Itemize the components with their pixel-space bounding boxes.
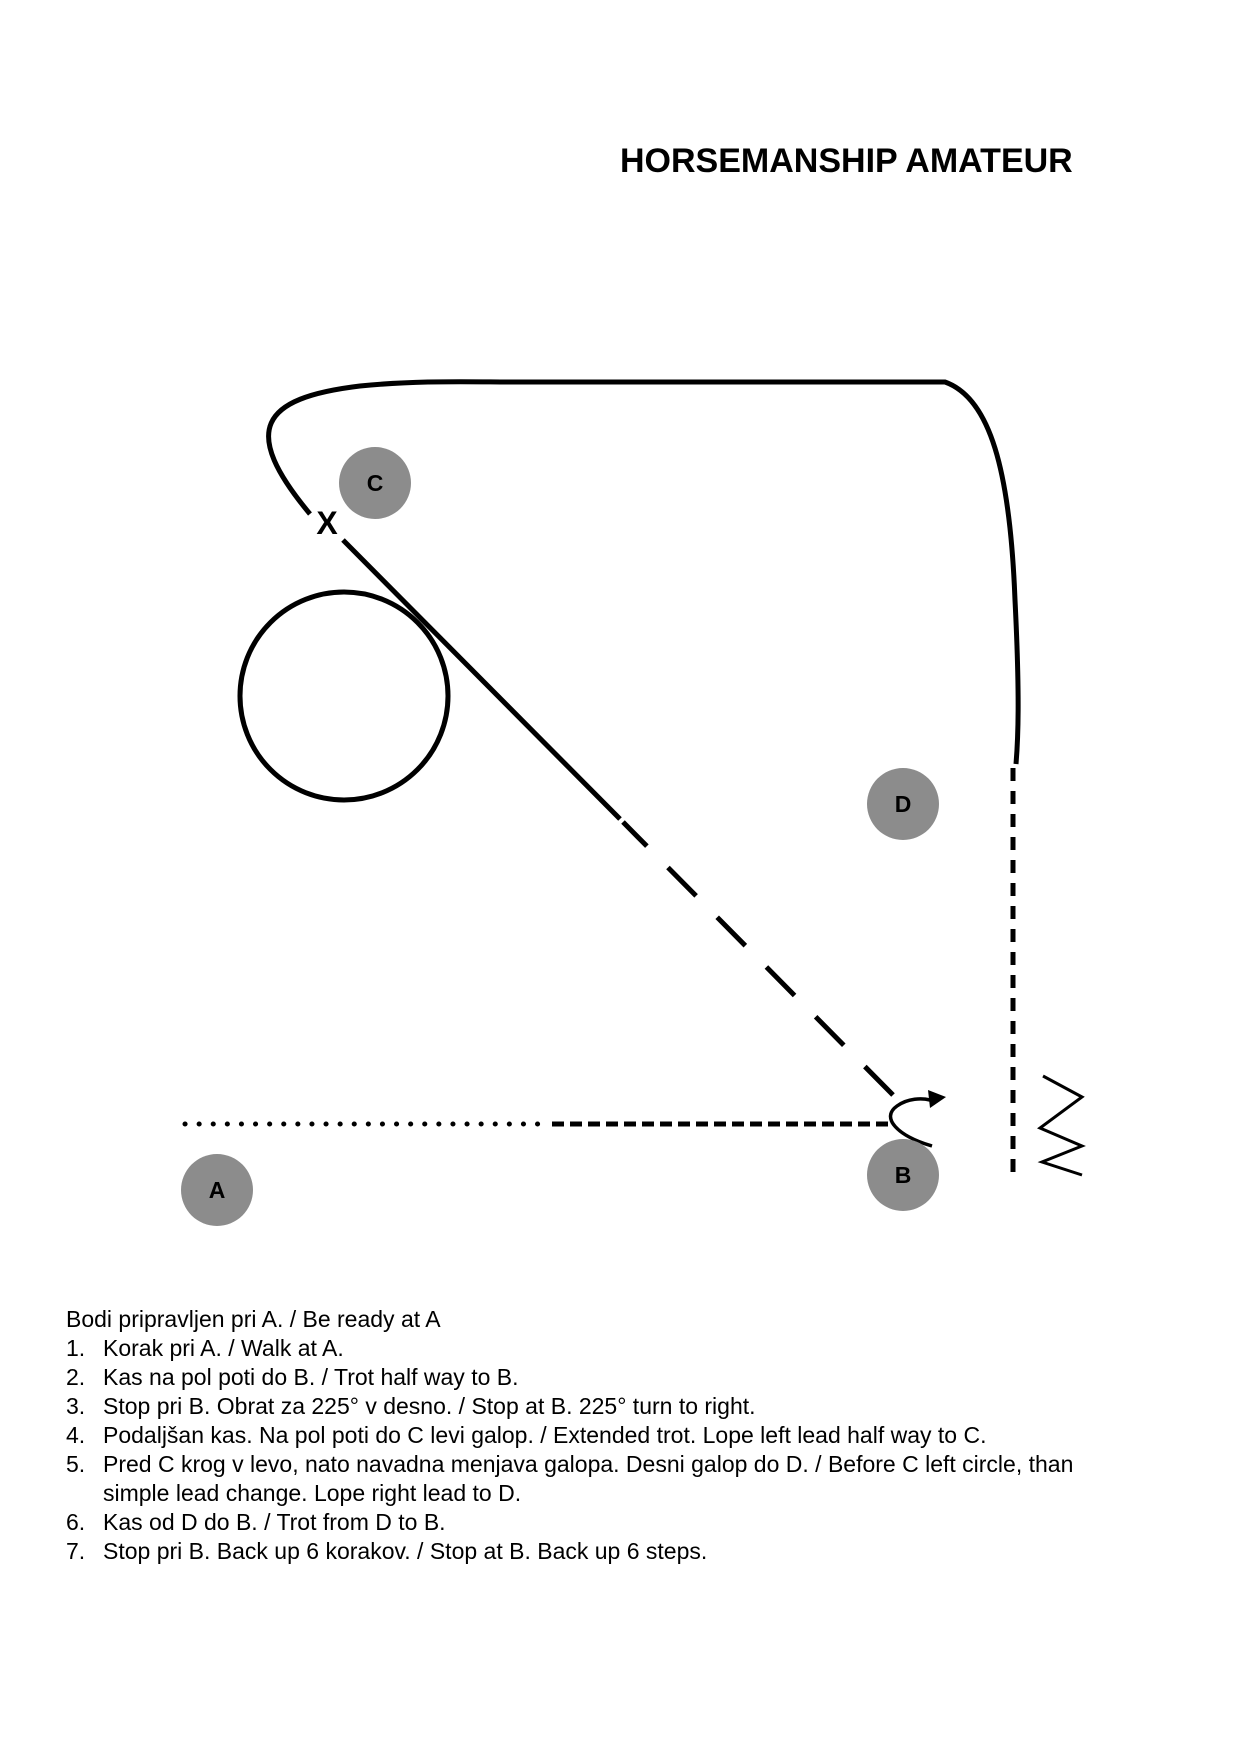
step-number: 1. (66, 1335, 86, 1361)
marker-b-label: B (895, 1162, 912, 1188)
pattern-instructions: Bodi pripravljen pri A. / Be ready at A … (66, 1305, 1126, 1566)
lead-change-x: X (316, 505, 338, 541)
marker-c-label: C (367, 470, 384, 496)
step-number: 4. (66, 1422, 86, 1448)
step-number: 6. (66, 1509, 86, 1535)
step-item: 3. Stop pri B. Obrat za 225° v desno. / S… (66, 1392, 1126, 1421)
step-text: Pred C krog v levo, nato navadna menjava… (103, 1451, 1074, 1506)
step-text: Stop pri B. Obrat za 225° v desno. / Sto… (103, 1393, 756, 1419)
step-text: Kas na pol poti do B. / Trot half way to… (103, 1364, 519, 1390)
marker-d-disc (867, 768, 939, 840)
step-text: Kas od D do B. / Trot from D to B. (103, 1509, 446, 1535)
pattern-title: HORSEMANSHIP AMATEUR (620, 142, 1073, 180)
step-number: 7. (66, 1538, 86, 1564)
marker-a-label: A (209, 1177, 226, 1203)
step-item: 7. Stop pri B. Back up 6 korakov. / Stop … (66, 1537, 1126, 1566)
marker-a: A (181, 1154, 253, 1226)
intro-line: Bodi pripravljen pri A. / Be ready at A (66, 1306, 441, 1332)
step-item: 4. Podaljšan kas. Na pol poti do C levi g… (66, 1421, 1126, 1450)
extended-trot-path (621, 820, 895, 1097)
marker-b: B (867, 1139, 939, 1211)
back-up-zigzag (1037, 1074, 1086, 1177)
pattern-diagram: X C D A B (181, 379, 1086, 1226)
marker-c: C (339, 447, 411, 519)
step-item: 1. Korak pri A. / Walk at A. (66, 1334, 1126, 1363)
step-item: 5. Pred C krog v levo, nato navadna menja… (66, 1450, 1126, 1508)
turn-arrow (888, 1097, 933, 1148)
steps-list: 1. Korak pri A. / Walk at A. 2. Kas na pol… (66, 1334, 1126, 1566)
left-circle (237, 589, 451, 803)
turn-arrowhead (928, 1090, 946, 1108)
lope-right-path (266, 379, 1021, 765)
marker-b-disc (867, 1139, 939, 1211)
marker-c-disc (339, 447, 411, 519)
step-text: Podaljšan kas. Na pol poti do C levi gal… (103, 1422, 987, 1448)
marker-d: D (867, 768, 939, 840)
marker-d-label: D (895, 791, 912, 817)
step-number: 3. (66, 1393, 86, 1419)
step-text: Korak pri A. / Walk at A. (103, 1335, 344, 1361)
lope-left-path (341, 538, 622, 821)
step-text: Stop pri B. Back up 6 korakov. / Stop at… (103, 1538, 708, 1564)
step-item: 6. Kas od D do B. / Trot from D to B. (66, 1508, 1126, 1537)
step-number: 5. (66, 1451, 86, 1477)
step-number: 2. (66, 1364, 86, 1390)
step-item: 2. Kas na pol poti do B. / Trot half way … (66, 1363, 1126, 1392)
marker-a-disc (181, 1154, 253, 1226)
